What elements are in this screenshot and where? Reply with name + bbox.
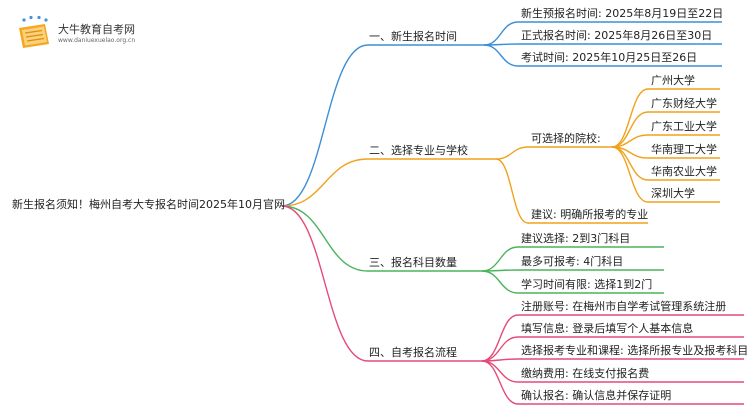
formal-registration-time: 正式报名时间: 2025年8月26日至30日	[521, 29, 713, 42]
limited-time-subjects: 学习时间有限: 选择1到2门	[521, 278, 653, 291]
edge-root-branch4	[281, 205, 369, 362]
logo-title: 大牛教育自考网	[58, 23, 135, 36]
edge-school2	[611, 111, 649, 148]
max-subjects: 最多可报考: 4门科目	[521, 255, 624, 268]
step-choose-major-course: 选择报考专业和课程: 选择所报专业及报考科目	[521, 344, 749, 357]
school-guangzhou: 广州大学	[651, 74, 695, 87]
edge-school6	[611, 146, 649, 203]
step-confirm: 确认报名: 确认信息并保存证明	[521, 389, 672, 402]
step-fill-info: 填写信息: 登录后填写个人基本信息	[521, 322, 694, 335]
edge-branch3-leaf3	[481, 270, 519, 294]
exam-time: 考试时间: 2025年10月25日至26日	[521, 51, 698, 64]
book-icon	[19, 15, 49, 48]
edge-root-branch3	[281, 205, 369, 272]
school-scut: 华南理工大学	[651, 143, 717, 156]
edge-root-branch2	[281, 158, 369, 207]
edge-root-branch1	[281, 44, 369, 207]
edge-school1	[611, 88, 649, 148]
root-topic: 新生报名须知！梅州自考大专报名时间2025年10月官网	[12, 198, 285, 211]
suggested-subjects: 建议选择: 2到3门科目	[521, 232, 631, 245]
optional-schools: 可选择的院校:	[531, 132, 601, 145]
edge-branch1-leaf3	[483, 44, 519, 67]
branch-subject-count: 三、报名科目数量	[369, 256, 457, 269]
edge-branch4-leaf2	[481, 336, 519, 362]
school-szu: 深圳大学	[651, 187, 695, 200]
branch-registration-time: 一、新生报名时间	[369, 30, 457, 43]
edge-branch2-advice	[495, 158, 529, 224]
edge-branch4-leaf5	[481, 360, 519, 405]
edge-branch1-leaf1	[483, 21, 519, 46]
major-advice: 建议: 明确所报考的专业	[531, 208, 649, 221]
school-gdut: 广东工业大学	[651, 120, 717, 133]
edge-branch4-leaf4	[481, 360, 519, 383]
edge-branch3-leaf1	[481, 246, 519, 272]
branch-registration-process: 四、自考报名流程	[369, 346, 457, 359]
step-pay-fee: 缴纳费用: 在线支付报名费	[521, 367, 650, 380]
pre-registration-time: 新生预报名时间: 2025年8月19日至22日	[521, 7, 724, 20]
site-logo: 大牛教育自考网 www.daniuexuelao.org.cn	[14, 14, 154, 54]
logo-url: www.daniuexuelao.org.cn	[58, 37, 136, 44]
school-scau: 华南农业大学	[651, 165, 717, 178]
edge-branch2-schools	[495, 146, 529, 160]
step-register-account: 注册账号: 在梅州市自学考试管理系统注册	[521, 300, 727, 313]
branch-major-school: 二、选择专业与学校	[369, 144, 468, 157]
school-gdufe: 广东财经大学	[651, 97, 717, 110]
